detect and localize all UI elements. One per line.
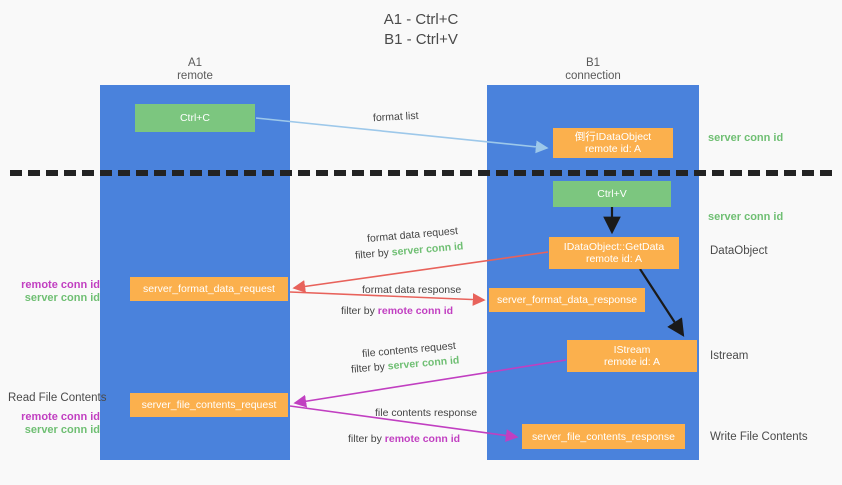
- caption-format-list: format list: [372, 109, 419, 125]
- filter-value-server-conn-id: server conn id: [391, 240, 464, 259]
- label-server-conn-id-mid: server conn id: [708, 211, 784, 223]
- label-server-conn-id: server conn id: [24, 292, 100, 304]
- box-istream[interactable]: IStream remote id: A: [567, 340, 697, 372]
- label-read-file-contents: Read File Contents: [8, 392, 107, 404]
- box-idataobject[interactable]: 倒行IDataObject remote id: A: [553, 128, 673, 158]
- column-header-a1: A1 remote: [177, 57, 213, 82]
- label-istream: Istream: [710, 350, 749, 362]
- caption-format-data-response-filter: filter by remote conn id: [341, 305, 453, 318]
- box-server-format-data-request[interactable]: server_format_data_request: [130, 277, 288, 301]
- filter-value-remote-conn-id: remote conn id: [384, 433, 461, 445]
- page-title: A1 - Ctrl+C B1 - Ctrl+V: [383, 11, 459, 48]
- filter-value-remote-conn-id: remote conn id: [377, 305, 454, 317]
- label-conn-ids-file: remote conn id server conn id: [8, 411, 100, 437]
- box-server-file-contents-response[interactable]: server_file_contents_response: [522, 424, 685, 449]
- filter-prefix: filter by: [341, 305, 378, 317]
- caption-file-contents-response: file contents response: [375, 407, 478, 419]
- box-idataobject-getdata[interactable]: IDataObject::GetData remote id: A: [549, 237, 679, 269]
- label-write-file-contents: Write File Contents: [710, 431, 808, 443]
- box-ctrl-v[interactable]: Ctrl+V: [553, 181, 671, 207]
- label-server-conn-id: server conn id: [24, 424, 100, 436]
- filter-prefix: filter by: [348, 433, 385, 445]
- box-ctrl-c[interactable]: Ctrl+C: [135, 104, 255, 132]
- column-header-b1: B1 connection: [565, 57, 621, 82]
- label-conn-ids-format: remote conn id server conn id: [8, 279, 100, 305]
- filter-prefix: filter by: [350, 360, 389, 376]
- filter-prefix: filter by: [354, 246, 393, 262]
- box-server-file-contents-request[interactable]: server_file_contents_request: [130, 393, 288, 417]
- caption-format-data-response: format data response: [362, 284, 462, 296]
- label-remote-conn-id: remote conn id: [21, 279, 100, 291]
- label-dataobject: DataObject: [710, 245, 768, 257]
- phase-separator-dashed-line: [10, 170, 832, 176]
- label-server-conn-id-top: server conn id: [708, 132, 784, 144]
- label-remote-conn-id: remote conn id: [21, 411, 100, 423]
- box-server-format-data-response[interactable]: server_format_data_response: [489, 288, 645, 312]
- caption-file-contents-response-filter: filter by remote conn id: [348, 433, 460, 446]
